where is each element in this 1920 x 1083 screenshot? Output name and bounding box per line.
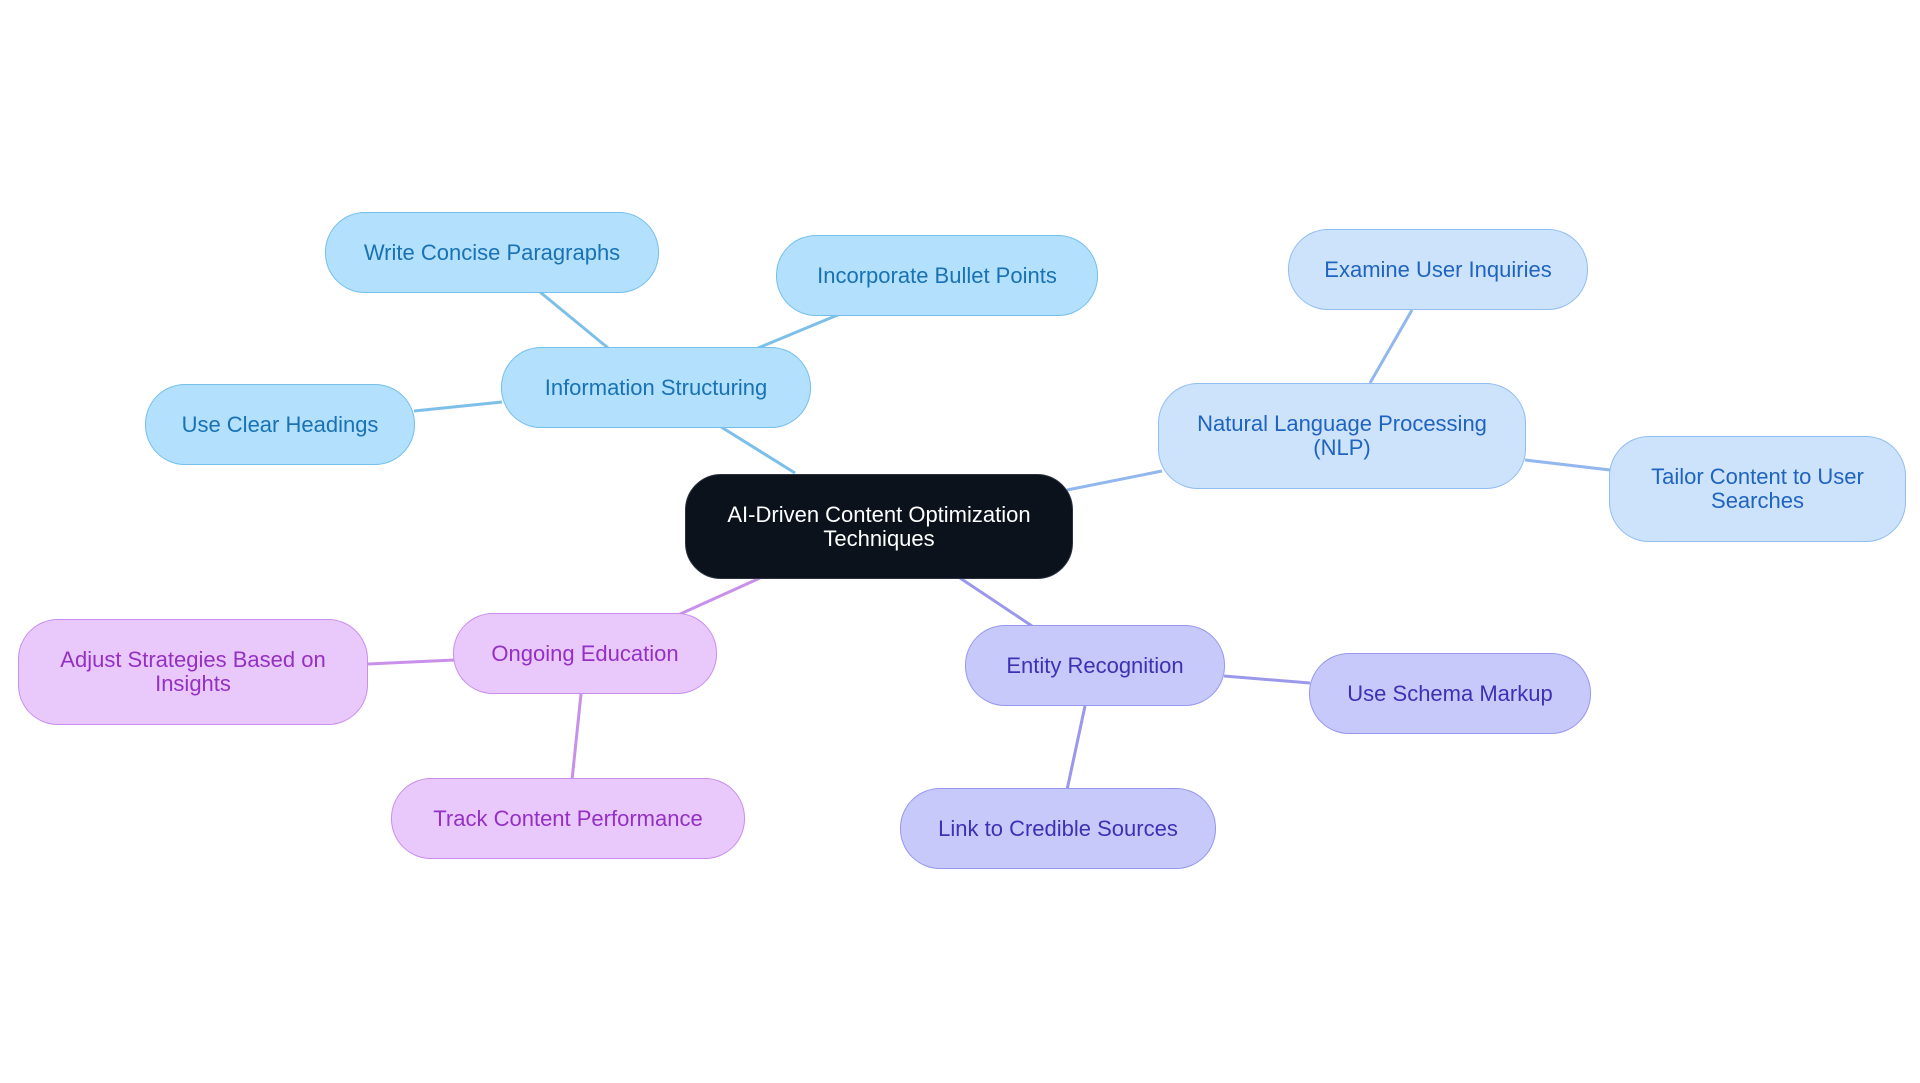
- node-tailor-content-to-user-searches[interactable]: Tailor Content to User Searches: [1609, 436, 1906, 542]
- node-track-content-performance-label: Track Content Performance: [433, 805, 703, 831]
- node-information-structuring-label: Information Structuring: [544, 374, 768, 400]
- edge-information-structuring-incorporate-bullet-points: [757, 312, 841, 350]
- node-examine-user-inquiries[interactable]: Examine User Inquiries: [1288, 229, 1588, 310]
- node-write-concise-paragraphs[interactable]: Write Concise Paragraphs: [325, 212, 659, 293]
- node-use-schema-markup[interactable]: Use Schema Markup: [1309, 653, 1591, 734]
- node-adjust-strategies-based-on-insights-label: Adjust Strategies Based on Insights: [60, 647, 326, 696]
- node-link-to-credible-sources[interactable]: Link to Credible Sources: [900, 788, 1216, 869]
- node-write-concise-paragraphs-label: Write Concise Paragraphs: [363, 239, 621, 265]
- node-adjust-strategies-based-on-insights[interactable]: Adjust Strategies Based on Insights: [18, 619, 368, 725]
- root-node-label: AI-Driven Content Optimization Technique…: [727, 501, 1031, 551]
- node-nlp-label: Natural Language Processing (NLP): [1197, 411, 1487, 460]
- edge-root-nlp: [1066, 469, 1163, 492]
- node-entity-recognition-label: Entity Recognition: [1006, 652, 1184, 678]
- edge-entity-recognition-link-to-credible-sources: [1065, 705, 1087, 791]
- node-examine-user-inquiries-label: Examine User Inquiries: [1324, 256, 1552, 282]
- edge-root-information-structuring: [717, 423, 796, 475]
- node-link-to-credible-sources-label: Link to Credible Sources: [938, 815, 1178, 841]
- node-incorporate-bullet-points[interactable]: Incorporate Bullet Points: [776, 235, 1098, 316]
- node-nlp[interactable]: Natural Language Processing (NLP): [1158, 383, 1526, 489]
- edge-entity-recognition-use-schema-markup: [1223, 674, 1311, 685]
- edge-root-ongoing-education: [677, 576, 761, 617]
- node-track-content-performance[interactable]: Track Content Performance: [391, 778, 745, 859]
- node-information-structuring[interactable]: Information Structuring: [501, 347, 811, 428]
- edge-information-structuring-write-concise-paragraphs: [539, 290, 609, 350]
- node-incorporate-bullet-points-label: Incorporate Bullet Points: [817, 262, 1057, 288]
- edge-information-structuring-use-clear-headings: [413, 400, 503, 413]
- node-use-schema-markup-label: Use Schema Markup: [1347, 680, 1553, 706]
- edge-nlp-tailor-content: [1524, 458, 1611, 472]
- node-tailor-content-to-user-searches-label: Tailor Content to User Searches: [1651, 464, 1864, 513]
- edge-nlp-examine-user-inquiries: [1368, 309, 1414, 384]
- root-node[interactable]: AI-Driven Content Optimization Technique…: [685, 474, 1073, 579]
- node-use-clear-headings-label: Use Clear Headings: [181, 411, 379, 437]
- edge-root-entity-recognition: [959, 576, 1033, 628]
- edge-ongoing-education-track-content-performance: [570, 693, 583, 781]
- node-ongoing-education-label: Ongoing Education: [491, 640, 679, 666]
- node-use-clear-headings[interactable]: Use Clear Headings: [145, 384, 415, 465]
- node-entity-recognition[interactable]: Entity Recognition: [965, 625, 1225, 706]
- node-ongoing-education[interactable]: Ongoing Education: [453, 613, 717, 694]
- edge-ongoing-education-adjust-strategies: [367, 658, 456, 666]
